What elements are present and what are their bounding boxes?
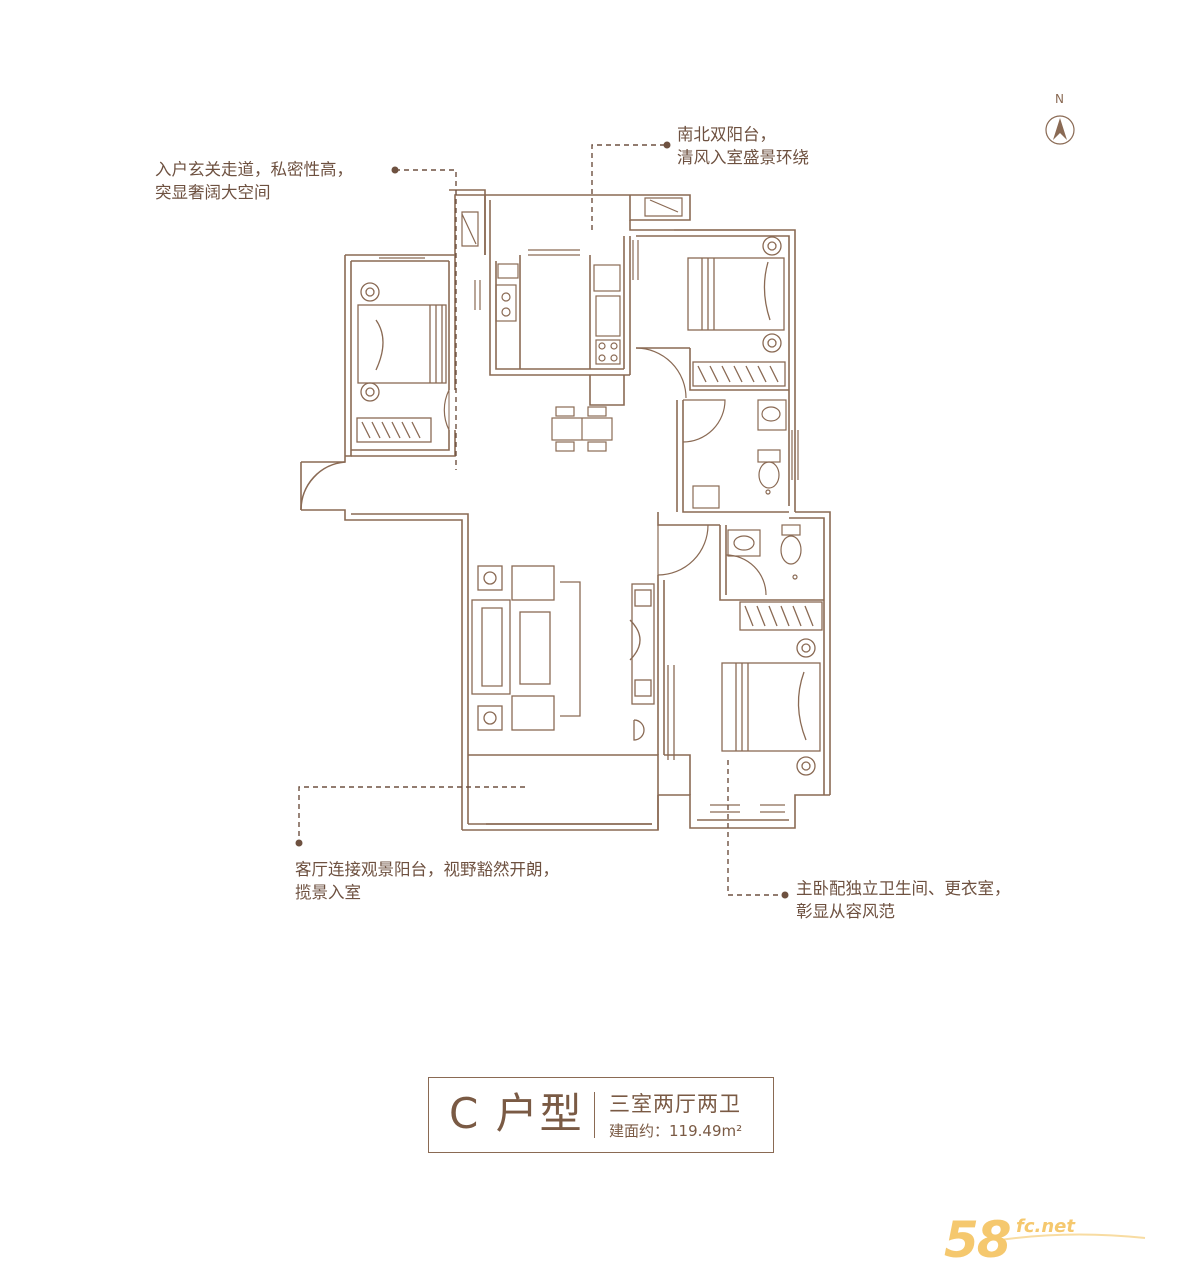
annotation-master: 主卧配独立卫生间、更衣室， 彰显从容风范	[796, 877, 1011, 923]
sofa-set	[471, 565, 675, 760]
bathroom-fixtures	[692, 399, 802, 580]
annotation-entrance: 入户玄关走道，私密性高， 突显奢阔大空间	[155, 158, 353, 204]
leader-lines	[298, 144, 785, 896]
logo-swoosh	[999, 1233, 1146, 1241]
north-label: N	[1055, 92, 1064, 106]
windows	[379, 197, 799, 813]
unit-rooms: 三室两厅两卫	[609, 1092, 741, 1116]
logo-domain: fc.net	[1016, 1216, 1075, 1237]
site-logo: 58 fc.net	[944, 1212, 1144, 1272]
outer-walls	[300, 189, 831, 831]
wardrobes	[356, 361, 823, 631]
interior-walls	[351, 236, 824, 795]
logo-number: 58	[944, 1211, 1012, 1269]
annotation-line: 突显奢阔大空间	[155, 183, 271, 202]
leader-dots	[295, 141, 789, 899]
annotation-line: 揽景入室	[295, 883, 361, 902]
annotation-line: 入户玄关走道，私密性高，	[155, 160, 353, 179]
annotation-line: 主卧配独立卫生间、更衣室，	[796, 879, 1011, 898]
title-divider	[594, 1092, 596, 1138]
annotation-line: 客厅连接观景阳台，视野豁然开朗，	[295, 860, 559, 879]
annotation-line: 彰显从容风范	[796, 902, 895, 921]
unit-area: 建面约：119.49m²	[609, 1122, 743, 1140]
annotation-line: 南北双阳台，	[677, 125, 776, 144]
beds	[357, 236, 821, 776]
annotation-balcony: 南北双阳台， 清风入室盛景环绕	[677, 123, 809, 169]
doors	[443, 347, 767, 596]
kitchen-fixtures	[495, 263, 621, 365]
unit-type-name: C 户型	[449, 1089, 584, 1138]
annotation-line: 清风入室盛景环绕	[677, 148, 809, 167]
unit-title-box: C 户型 三室两厅两卫 建面约：119.49m²	[428, 1077, 774, 1153]
dining-table	[551, 406, 613, 452]
compass-icon	[1045, 115, 1075, 145]
annotation-living: 客厅连接观景阳台，视野豁然开朗， 揽景入室	[295, 858, 559, 904]
